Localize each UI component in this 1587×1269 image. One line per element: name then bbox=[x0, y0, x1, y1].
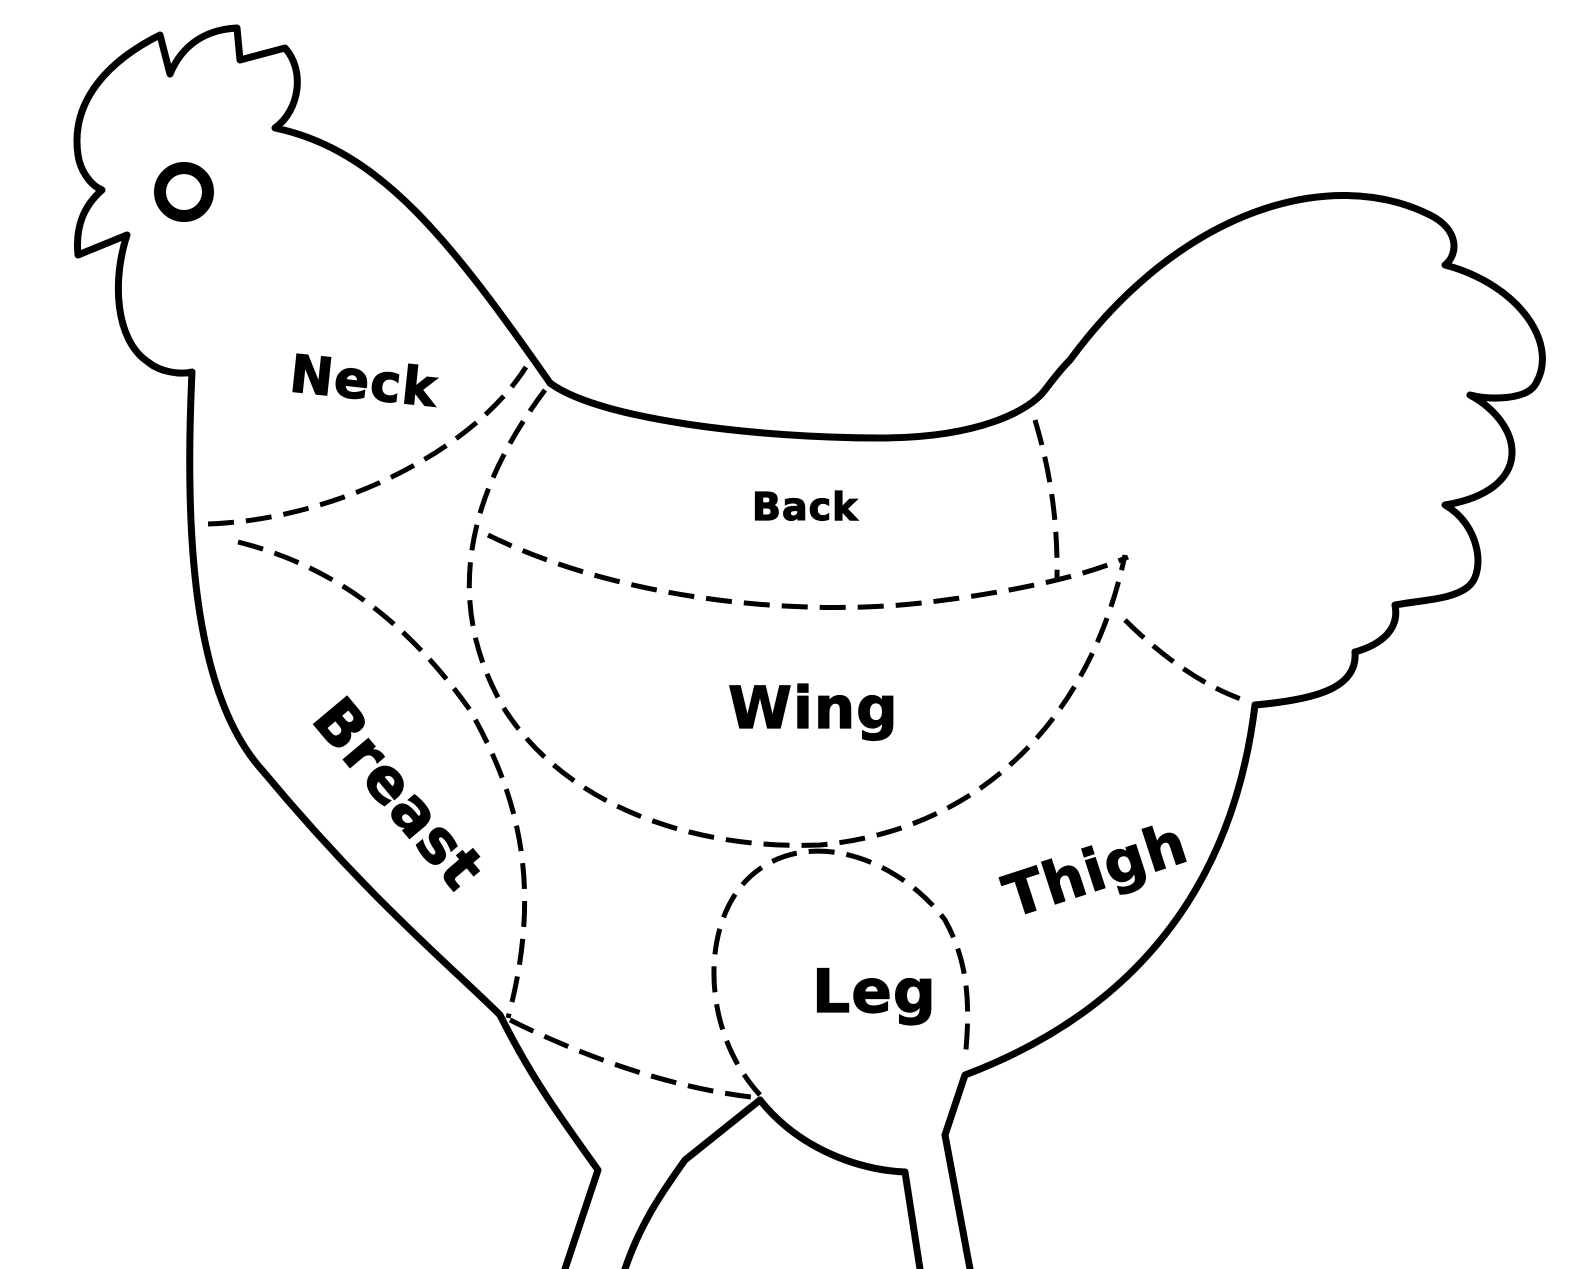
neck-cut-line bbox=[207, 365, 529, 527]
back-and-tail-outline bbox=[546, 191, 1546, 709]
back-right-cut-line bbox=[1032, 419, 1060, 581]
breast-upper-cut-line bbox=[237, 539, 528, 1019]
eye-icon bbox=[154, 162, 214, 222]
label-back: Back bbox=[752, 485, 858, 529]
label-breast: Breast bbox=[299, 685, 498, 904]
rear-body-outline bbox=[941, 701, 1259, 1269]
wing-cut-line bbox=[466, 388, 1128, 848]
chicken-outline bbox=[73, 24, 1546, 1269]
back-cut-line bbox=[486, 532, 1130, 610]
leg-cut-line bbox=[711, 848, 971, 1097]
label-thigh: Thigh bbox=[995, 808, 1195, 931]
label-neck: Neck bbox=[287, 344, 441, 419]
label-leg: Leg bbox=[812, 957, 937, 1027]
front-leg-outline bbox=[621, 1096, 764, 1269]
label-wing: Wing bbox=[728, 674, 899, 742]
cut-lines bbox=[207, 365, 1251, 1101]
head-and-front-outline bbox=[73, 24, 602, 1269]
rear-leg-outline bbox=[756, 1096, 924, 1269]
breast-lower-cut-line bbox=[508, 1017, 761, 1101]
thigh-cut-line bbox=[1123, 618, 1251, 705]
